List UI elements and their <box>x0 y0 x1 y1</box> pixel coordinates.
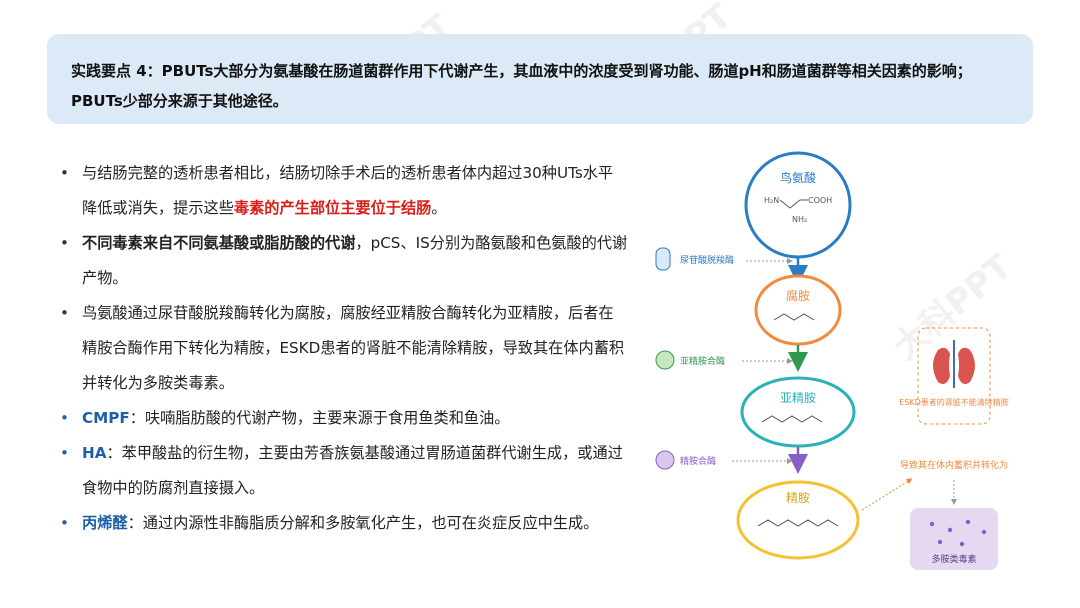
putrescine-label: 腐胺 <box>786 288 810 303</box>
spermidine-label: 亚精胺 <box>780 391 816 405</box>
enzyme-spermidine-synthase: 亚精胺合酶 <box>655 350 793 370</box>
enzyme1-label: 尿苷酸脱羧酶 <box>680 254 734 266</box>
key-point-banner: 实践要点 4：PBUTs大部分为氨基酸在肠道菌群作用下代谢产生，其血液中的浓度受… <box>47 34 1033 124</box>
enzyme-odc: 尿苷酸脱羧酶 <box>655 247 793 271</box>
bold-text: 不同毒素来自不同氨基酸或脂肪酸的代谢 <box>82 234 356 252</box>
bullet-list: 与结肠完整的透析患者相比，结肠切除手术后的透析患者体内超过30种UTs水平降低或… <box>58 156 628 541</box>
arrow-to-accumulate <box>861 478 913 511</box>
bullet-text: ：通过内源性非酶脂质分解和多胺氧化产生，也可在炎症反应中生成。 <box>127 514 599 532</box>
kidney-note: ESKD患者的肾脏不能清除精胺 <box>899 397 1009 407</box>
polyamine-pathway-diagram: 鸟氨酸 H₂N COOH NH₂ 尿苷酸脱羧酶 腐胺 亚精胺合酶 亚精胺 精胺合… <box>655 151 1009 570</box>
formula-nh2: NH₂ <box>792 215 807 224</box>
enzyme3-label: 精胺合酶 <box>680 455 716 467</box>
bullet-acrolein: 丙烯醛：通过内源性非酶脂质分解和多胺氧化产生，也可在炎症反应中生成。 <box>58 506 628 541</box>
bullet-ha: HA：苯甲酸盐的衍生物，主要由芳香族氨基酸通过胃肠道菌群代谢生成，或通过食物中的… <box>58 436 628 506</box>
kidney-illustration: ESKD患者的肾脏不能清除精胺 <box>899 327 1009 425</box>
ornithine-label: 鸟氨酸 <box>780 170 816 185</box>
bullet-colectomy: 与结肠完整的透析患者相比，结肠切除手术后的透析患者体内超过30种UTs水平降低或… <box>58 156 628 226</box>
highlight-text: 毒素的产生部位主要位于结肠 <box>233 199 432 217</box>
bullet-text: 与结肠完整的透析患者相比，结肠切除手术后的透析患者体内超过30种UTs水平降低或… <box>82 164 614 217</box>
polyamine-toxin-box: 多胺类毒素 <box>910 508 998 570</box>
bullet-text: ：呋喃脂肪酸的代谢产物，主要来源于食用鱼类和鱼油。 <box>129 409 510 427</box>
bullet-text: ：苯甲酸盐的衍生物，主要由芳香族氨基酸通过胃肠道菌群代谢生成，或通过食物中的防腐… <box>82 444 623 497</box>
bullet-text: 。 <box>431 199 447 217</box>
spermidine-node: 亚精胺 <box>740 376 856 448</box>
enzyme-spermine-synthase: 精胺合酶 <box>655 450 793 470</box>
enzyme2-label: 亚精胺合酶 <box>680 355 725 367</box>
formula-h2n: H₂N <box>764 196 779 205</box>
bullet-metabolism: 不同毒素来自不同氨基酸或脂肪酸的代谢，pCS、IS分别为酪氨酸和色氨酸的代谢产物… <box>58 226 628 296</box>
formula-cooh: COOH <box>808 196 832 205</box>
term-label: 丙烯醛 <box>82 514 128 532</box>
key-point-text: 实践要点 4：PBUTs大部分为氨基酸在肠道菌群作用下代谢产生，其血液中的浓度受… <box>71 62 972 110</box>
spermine-node: 精胺 <box>736 480 860 560</box>
bullet-text: 鸟氨酸通过尿苷酸脱羧酶转化为腐胺，腐胺经亚精胺合酶转化为亚精胺，后者在精胺合酶作… <box>82 304 625 392</box>
toxin-label: 多胺类毒素 <box>931 553 976 565</box>
term-label: HA <box>82 444 107 462</box>
term-label: CMPF <box>82 409 130 427</box>
bullet-text: ，pCS、IS分别为酪氨酸和色氨酸的代谢产物。 <box>82 234 628 287</box>
accumulate-note: 导致其在体内蓄积并转化为 <box>900 459 1008 471</box>
putrescine-node: 腐胺 <box>754 274 842 346</box>
spermine-label: 精胺 <box>786 491 810 505</box>
ornithine-node: 鸟氨酸 H₂N COOH NH₂ <box>744 151 852 259</box>
bullet-cmpf: CMPF：呋喃脂肪酸的代谢产物，主要来源于食用鱼类和鱼油。 <box>58 401 628 436</box>
bullet-ornithine: 鸟氨酸通过尿苷酸脱羧酶转化为腐胺，腐胺经亚精胺合酶转化为亚精胺，后者在精胺合酶作… <box>58 296 628 401</box>
